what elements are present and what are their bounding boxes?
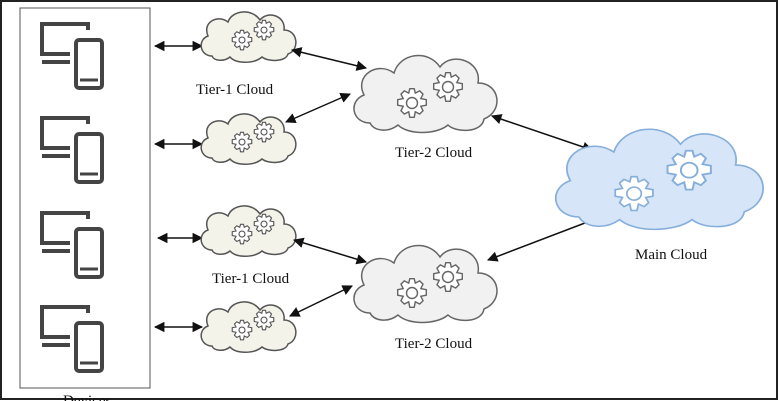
device-icon — [40, 305, 104, 373]
tier1-label-bottom: Tier-1 Cloud — [212, 271, 290, 287]
tier2-main-arrow — [491, 114, 593, 152]
device-icon — [40, 22, 104, 90]
tier2-cloud — [353, 54, 498, 134]
tier2-cloud — [353, 244, 498, 324]
main-cloud-label: Main Cloud — [635, 247, 708, 263]
tier2-main-arrow — [487, 216, 599, 262]
main-cloud — [554, 128, 764, 231]
device-icon — [40, 116, 104, 184]
devices-panel — [19, 7, 151, 389]
tier1-cloud — [200, 301, 297, 353]
tier1-tier2-arrow — [292, 237, 368, 265]
device-icon — [40, 211, 104, 279]
tier2-label-bottom: Tier-2 Cloud — [395, 336, 473, 352]
tier1-label-top: Tier-1 Cloud — [196, 82, 274, 98]
tier1-cloud — [200, 205, 297, 257]
tier2-label-top: Tier-2 Cloud — [395, 145, 473, 161]
tier1-cloud — [200, 113, 297, 165]
devices-label: Devices — [63, 393, 111, 401]
tier1-tier2-arrow — [289, 285, 353, 317]
tier1-tier2-arrow — [285, 92, 351, 124]
tier1-cloud — [200, 11, 297, 63]
tier1-tier2-arrow — [290, 47, 368, 71]
